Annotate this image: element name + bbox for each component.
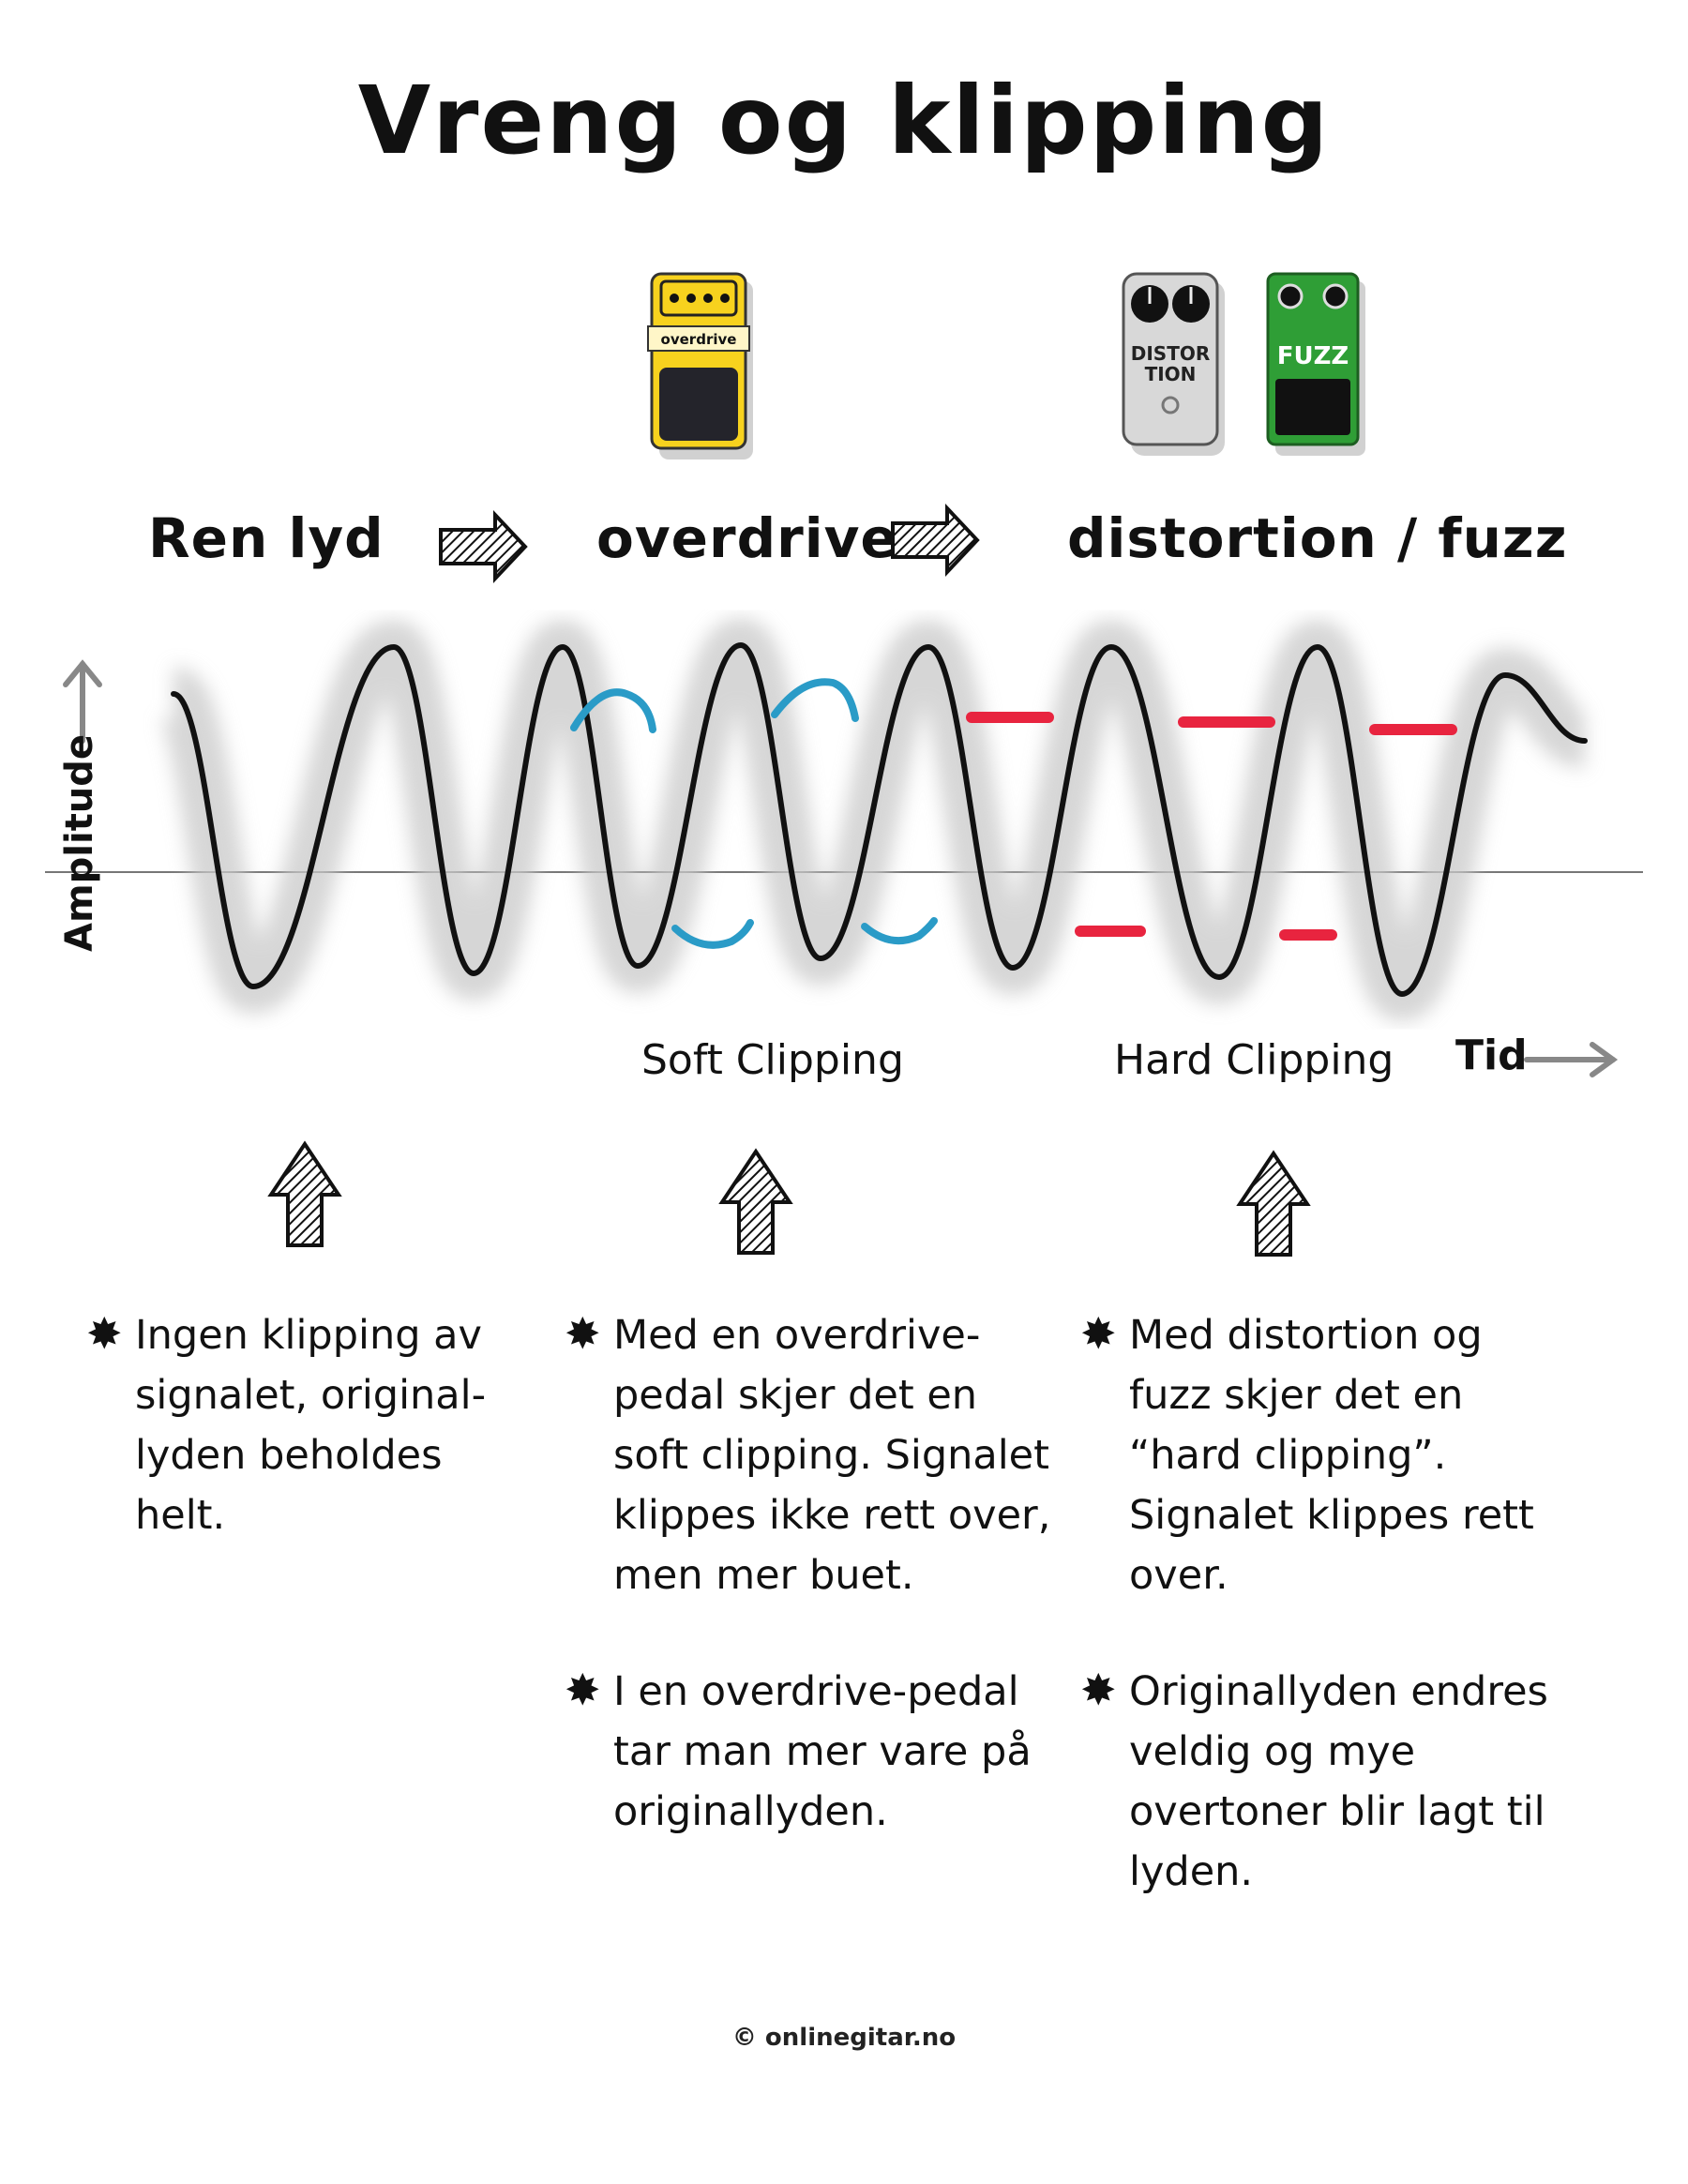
arrow-up-icon: [267, 1140, 342, 1247]
star-bullet-icon: ✸: [565, 1664, 601, 1715]
arrow-up-icon: [718, 1148, 793, 1255]
note-item: ✸ Med distortion og fuzz skjer det en “h…: [1080, 1305, 1568, 1605]
y-axis-label: Amplitude: [58, 733, 101, 952]
note-item: ✸ Med en overdrive-pedal skjer det en so…: [565, 1305, 1052, 1605]
note-item: ✸ I en overdrive-pedal tar man mer vare …: [565, 1662, 1052, 1842]
note-text: Med en overdrive-pedal skjer det en soft…: [613, 1312, 1051, 1599]
fuzz-pedal-label: FUZZ: [1277, 342, 1349, 370]
overdrive-pedal-icon: overdrive: [647, 272, 753, 459]
x-axis-arrow-icon: [1524, 1042, 1619, 1077]
soft-clip-mark: [570, 688, 656, 733]
stage-label-overdrive: overdrive: [596, 506, 898, 570]
waveform-shadow: [157, 617, 1590, 1022]
page-title: Vreng og klipping: [357, 66, 1331, 175]
notes-distortion: ✸ Med distortion og fuzz skjer det en “h…: [1080, 1305, 1568, 1902]
distortion-pedal-label-2: TION: [1145, 363, 1197, 385]
notes-overdrive: ✸ Med en overdrive-pedal skjer det en so…: [565, 1305, 1052, 1842]
note-item: ✸ Originallyden endres veldig og mye ove…: [1080, 1662, 1568, 1902]
arrow-right-icon: [439, 509, 528, 584]
distortion-pedal-label-1: DISTOR: [1131, 342, 1211, 365]
notes-clean: ✸ Ingen klipping av signalet, original-l…: [86, 1305, 527, 1545]
hard-clip-marks: [966, 712, 1457, 941]
overdrive-pedal-label: overdrive: [661, 331, 737, 348]
arrow-up-icon: [1236, 1150, 1311, 1257]
soft-clip-mark: [771, 678, 859, 722]
x-axis-label: Tid: [1455, 1032, 1528, 1079]
soft-clipping-label: Soft Clipping: [641, 1036, 904, 1084]
stage-label-distortion: distortion / fuzz: [1067, 506, 1568, 570]
note-text: Med distortion og fuzz skjer det en “har…: [1129, 1312, 1534, 1599]
soft-clip-marks: [570, 678, 938, 949]
hard-clipping-label: Hard Clipping: [1114, 1036, 1394, 1084]
note-text: Originallyden endres veldig og mye overt…: [1129, 1668, 1548, 1895]
star-bullet-icon: ✸: [86, 1308, 123, 1359]
waveform: [171, 642, 1588, 997]
footer-copyright: © onlinegitar.no: [731, 2024, 957, 2052]
stage-label-clean: Ren lyd: [148, 506, 384, 570]
note-text: I en overdrive-pedal tar man mer vare på…: [613, 1668, 1032, 1835]
note-text: Ingen klipping av signalet, original-lyd…: [135, 1312, 487, 1539]
distortion-pedal-icon: DISTOR TION: [1122, 272, 1225, 456]
arrow-right-icon: [891, 503, 980, 578]
star-bullet-icon: ✸: [565, 1308, 601, 1359]
star-bullet-icon: ✸: [1080, 1664, 1117, 1715]
note-item: ✸ Ingen klipping av signalet, original-l…: [86, 1305, 527, 1545]
fuzz-pedal-icon: FUZZ: [1266, 272, 1365, 456]
soft-clip-mark: [861, 917, 938, 945]
soft-clip-mark: [671, 919, 754, 949]
star-bullet-icon: ✸: [1080, 1308, 1117, 1359]
y-axis-arrow-icon: [63, 659, 102, 744]
